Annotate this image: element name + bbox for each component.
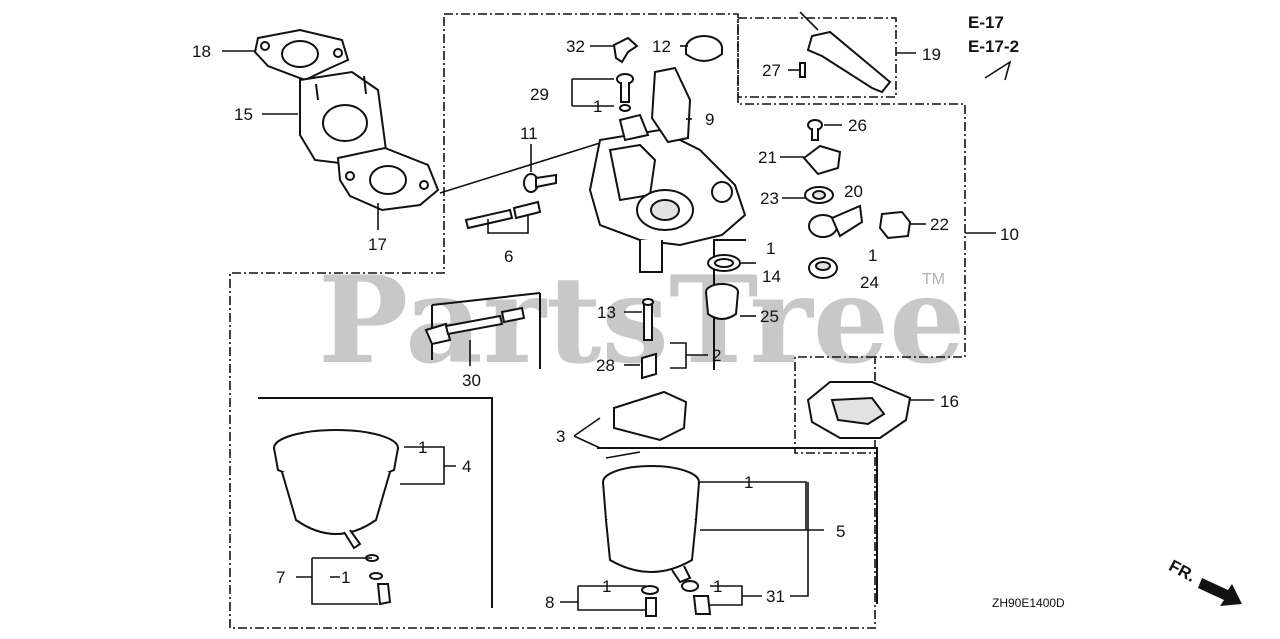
part-9-lever: [650, 66, 692, 144]
part-4-bowl: [273, 429, 399, 550]
part-25-jet: [705, 283, 739, 320]
part-31-screw: [681, 580, 712, 615]
part-29-screw: [616, 73, 634, 112]
part-17-gasket: [336, 146, 440, 212]
part-14-bracket: [713, 239, 746, 370]
part-30-screw: [424, 306, 526, 346]
part-3-bracket: [597, 447, 878, 604]
callout-1-seal: 1: [868, 246, 877, 265]
callout-18: 18: [192, 42, 211, 61]
part-20-lever: [808, 204, 864, 238]
part-16-gasket: [806, 381, 912, 439]
callout-12: 12: [652, 37, 671, 56]
callout-9: 9: [705, 110, 714, 129]
callout-11: 11: [520, 124, 538, 143]
callout-28: 28: [596, 356, 615, 375]
part-11-screw: [523, 173, 557, 193]
part-23-washer: [804, 186, 834, 204]
part-18-gasket: [253, 28, 350, 82]
callout-2: 2: [712, 346, 721, 365]
part-5-bowl: [602, 465, 700, 584]
reference-arrow: [984, 60, 1012, 81]
callout-1-part8: 1: [602, 577, 611, 596]
callout-10: 10: [1000, 225, 1019, 244]
leader-line: [439, 142, 601, 194]
callout-19: 19: [922, 45, 941, 64]
reference-e17: E-17: [968, 13, 1004, 32]
reference-e17-2: E-17-2: [968, 37, 1019, 56]
callout-15: 15: [234, 105, 253, 124]
callout-6: 6: [504, 247, 513, 266]
callout-29: 29: [530, 85, 549, 104]
callout-1-bowl4: 1: [418, 438, 427, 457]
part-3-float: [605, 390, 688, 459]
callout-1-oring: 1: [766, 239, 775, 258]
callout-1-bowl5: 1: [744, 473, 753, 492]
callout-26: 26: [848, 116, 867, 135]
callout-20: 20: [844, 182, 863, 201]
callout-4: 4: [462, 457, 471, 476]
callout-23: 23: [760, 189, 779, 208]
part-7-screw: [365, 554, 392, 606]
callout-30: 30: [462, 371, 481, 390]
part-21-plate: [802, 144, 842, 176]
callout-1-part31: 1: [713, 577, 722, 596]
part-26-screw: [807, 119, 823, 141]
callout-24: 24: [860, 273, 879, 292]
part-8-screw: [641, 585, 659, 617]
callout-13: 13: [597, 303, 616, 322]
callout-8: 8: [545, 593, 554, 612]
callout-3: 3: [556, 427, 565, 446]
callout-16: 16: [940, 392, 959, 411]
callout-7: 7: [276, 568, 285, 587]
callout-31: 31: [766, 587, 785, 606]
callout-22: 22: [930, 215, 949, 234]
callout-27: 27: [762, 61, 781, 80]
part-32-knob: [612, 36, 639, 64]
front-direction-arrow: [1198, 578, 1242, 606]
trademark-text: TM: [922, 271, 945, 288]
part-28-spring: [641, 352, 657, 380]
part-22-block: [878, 210, 912, 240]
leader-lines: [222, 45, 996, 611]
part-19-box: [737, 17, 897, 98]
diagram-code: ZH90E1400D: [992, 596, 1065, 610]
callout-1-washer: 1: [593, 97, 602, 116]
part-13-needle: [642, 298, 654, 341]
callout-32: 32: [566, 37, 585, 56]
carburetor-body: [588, 113, 747, 273]
front-direction-label: FR.: [1166, 556, 1199, 586]
part-24-seal: [808, 257, 838, 279]
callout-14: 14: [762, 267, 781, 286]
part-14-oring: [707, 254, 741, 272]
part-6-screw: [464, 200, 542, 230]
callout-1-part7: 1: [341, 568, 350, 587]
callout-25: 25: [760, 307, 779, 326]
part-19-lever: [799, 11, 892, 94]
callout-21: 21: [758, 148, 777, 167]
callout-17: 17: [368, 235, 387, 254]
callout-5: 5: [836, 522, 845, 541]
part-12-cap: [685, 35, 723, 62]
part-16-box: [794, 356, 875, 454]
bowl-4-box: [258, 397, 493, 608]
